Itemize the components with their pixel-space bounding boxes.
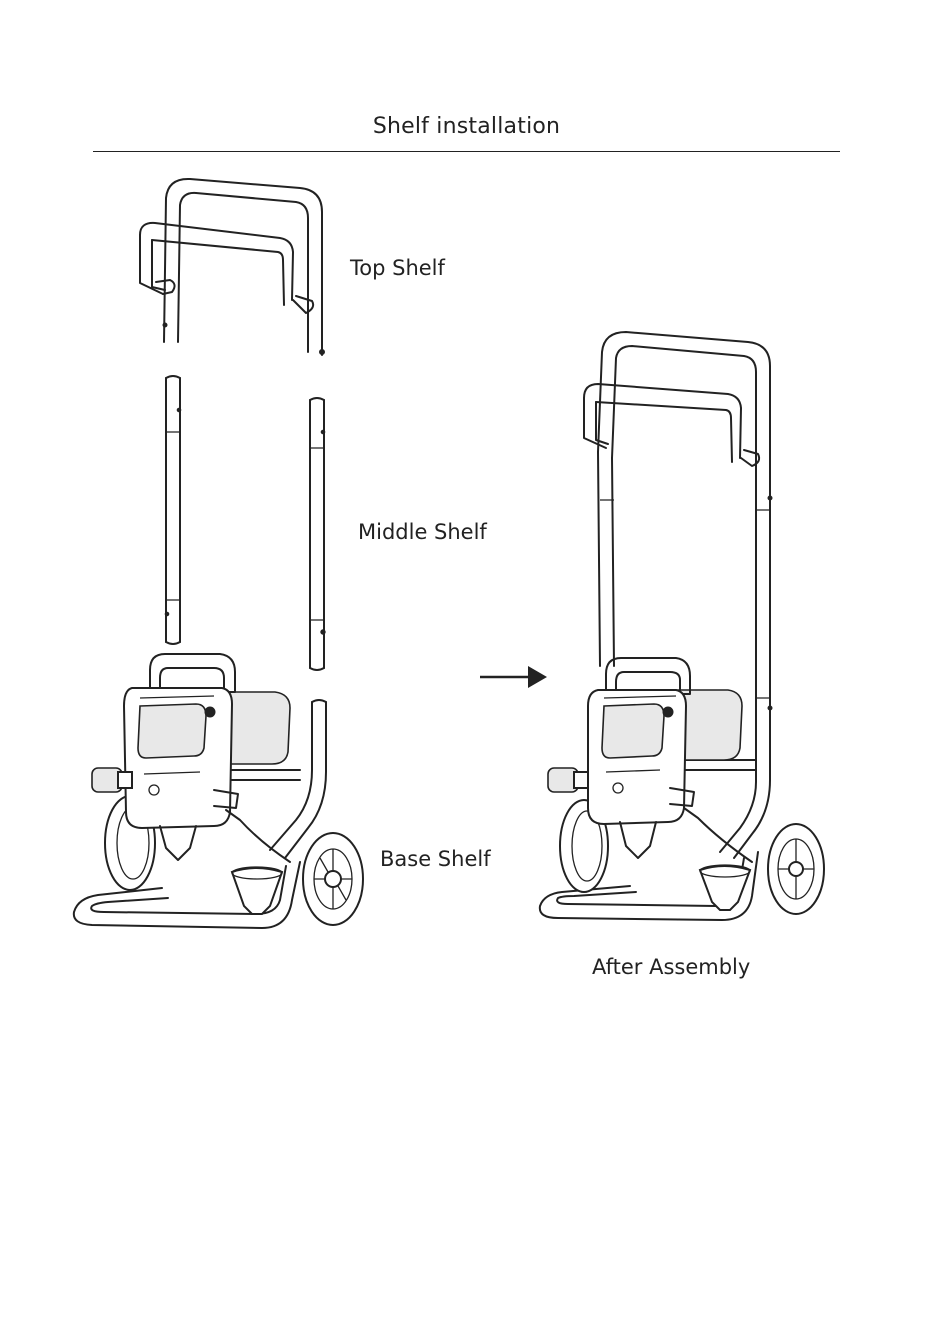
middle-shelf-label: Middle Shelf: [358, 520, 487, 544]
assembled-cart: [540, 332, 824, 920]
base-shelf-label: Base Shelf: [380, 847, 491, 871]
middle-shelf-parts: [165, 376, 325, 670]
arrow-right-icon: [480, 666, 547, 688]
top-shelf-part: [140, 179, 325, 355]
after-assembly-label: After Assembly: [592, 955, 750, 979]
top-shelf-label: Top Shelf: [350, 256, 445, 280]
